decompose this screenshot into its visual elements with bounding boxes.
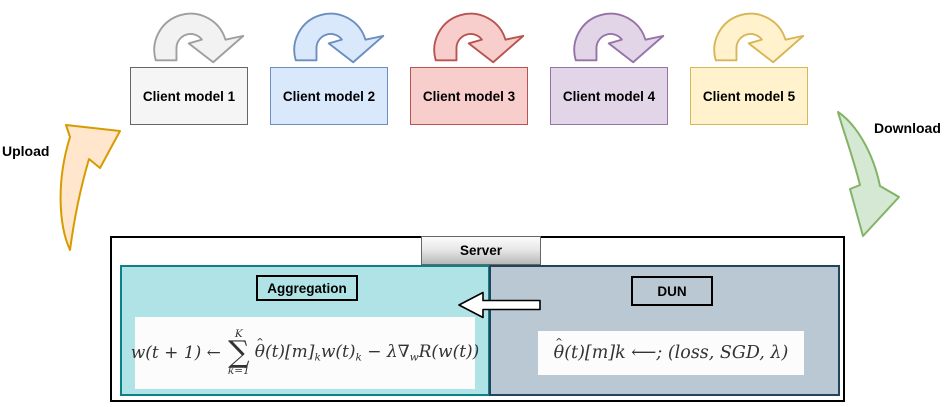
client-model-1-group: Client model 1 <box>130 2 250 128</box>
client-model-2-group: Client model 2 <box>270 2 390 128</box>
client-model-4-group: Client model 4 <box>550 2 670 128</box>
server-title-tab: Server <box>421 236 541 265</box>
download-label: Download <box>874 120 941 136</box>
client-model-5-label: Client model 5 <box>702 88 796 104</box>
client-model-2-box: Client model 2 <box>270 67 388 125</box>
upload-label: Upload <box>2 143 50 159</box>
client-model-4-label: Client model 4 <box>562 88 656 104</box>
client-model-3-label: Client model 3 <box>422 88 516 104</box>
client-model-3-box: Client model 3 <box>410 67 528 125</box>
client-model-1-box: Client model 1 <box>130 67 248 125</box>
loop-refresh-icon <box>153 12 245 64</box>
loop-refresh-icon <box>573 12 665 64</box>
client-model-3-group: Client model 3 <box>410 2 530 128</box>
dun-title: DUN <box>631 276 713 306</box>
summation-symbol: K ∑ k=1 <box>227 327 250 377</box>
loop-refresh-icon <box>293 12 385 64</box>
loop-refresh-icon <box>713 12 805 64</box>
download-curved-arrow-icon <box>837 111 900 237</box>
dun-to-aggregation-arrow-icon <box>458 291 541 319</box>
client-model-5-box: Client model 5 <box>690 67 808 125</box>
client-model-5-group: Client model 5 <box>690 2 810 128</box>
formula-lhs: w(t + 1) ← <box>130 343 221 363</box>
upload-curved-arrow-icon <box>59 124 121 251</box>
client-model-2-label: Client model 2 <box>282 88 376 104</box>
aggregation-title: Aggregation <box>256 275 358 301</box>
client-model-1-label: Client model 1 <box>142 88 236 104</box>
client-model-4-box: Client model 4 <box>550 67 668 125</box>
loop-refresh-icon <box>433 12 525 64</box>
